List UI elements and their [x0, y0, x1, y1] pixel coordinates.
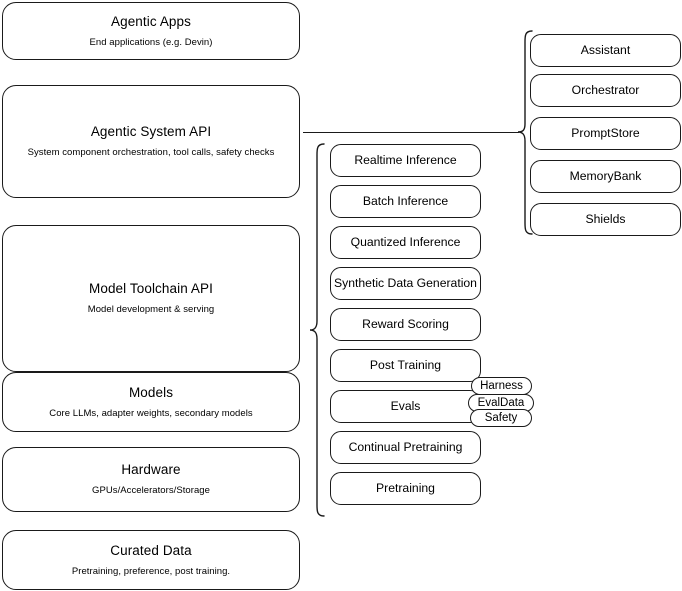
- capability-synthetic-data-generation[interactable]: Synthetic Data Generation: [330, 267, 481, 300]
- capability-realtime-inference[interactable]: Realtime Inference: [330, 144, 481, 177]
- evals-subcomponent-label: Safety: [484, 412, 518, 424]
- layer-title: Models: [128, 384, 174, 400]
- evals-subcomponent-harness[interactable]: Harness: [471, 377, 532, 395]
- layer-title: Hardware: [121, 462, 181, 478]
- layer-subtitle: Core LLMs, adapter weights, secondary mo…: [49, 407, 253, 419]
- layer-curated-data[interactable]: Curated Data Pretraining, preference, po…: [2, 530, 300, 590]
- connector-system-api-to-components: [303, 132, 519, 134]
- capability-quantized-inference[interactable]: Quantized Inference: [330, 226, 481, 259]
- capability-label: Reward Scoring: [362, 316, 449, 331]
- capability-label: Evals: [390, 398, 421, 413]
- component-memorybank[interactable]: MemoryBank: [530, 160, 681, 193]
- bracket-toolchain-capabilities: [303, 143, 325, 517]
- layer-title: Agentic System API: [90, 124, 212, 140]
- component-label: Assistant: [580, 42, 631, 57]
- capability-evals[interactable]: Evals: [330, 390, 481, 423]
- layer-agentic-system-api[interactable]: Agentic System API System component orch…: [2, 85, 300, 198]
- layer-subtitle: GPUs/Accelerators/Storage: [92, 485, 210, 496]
- capability-label: Batch Inference: [362, 193, 449, 208]
- evals-subcomponent-label: EvalData: [477, 397, 525, 409]
- component-label: Orchestrator: [571, 82, 640, 97]
- layer-title: Model Toolchain API: [89, 281, 213, 297]
- layer-models[interactable]: Models Core LLMs, adapter weights, secon…: [2, 372, 300, 432]
- capability-post-training[interactable]: Post Training: [330, 349, 481, 382]
- component-assistant[interactable]: Assistant: [530, 34, 681, 67]
- layer-model-toolchain-api[interactable]: Model Toolchain API Model development & …: [2, 225, 300, 372]
- layer-title: Agentic Apps: [110, 13, 191, 29]
- layer-subtitle: Model development & serving: [87, 304, 215, 315]
- component-label: MemoryBank: [569, 168, 642, 183]
- layer-agentic-apps[interactable]: Agentic Apps End applications (e.g. Devi…: [2, 2, 300, 60]
- evals-subcomponent-safety[interactable]: Safety: [470, 409, 532, 427]
- capability-label: Realtime Inference: [354, 152, 457, 167]
- capability-pretraining[interactable]: Pretraining: [330, 472, 481, 505]
- component-orchestrator[interactable]: Orchestrator: [530, 74, 681, 107]
- capability-label: Continual Pretraining: [348, 439, 463, 454]
- capability-label: Quantized Inference: [350, 234, 461, 249]
- evals-subcomponent-evaldata[interactable]: EvalData: [468, 394, 534, 412]
- component-label: Shields: [585, 211, 626, 226]
- component-shields[interactable]: Shields: [530, 203, 681, 236]
- capability-label: Pretraining: [376, 480, 435, 495]
- capability-reward-scoring[interactable]: Reward Scoring: [330, 308, 481, 341]
- component-label: PromptStore: [571, 125, 640, 140]
- layer-subtitle: Pretraining, preference, post training.: [71, 565, 231, 577]
- layer-subtitle: End applications (e.g. Devin): [89, 36, 213, 48]
- layer-hardware[interactable]: Hardware GPUs/Accelerators/Storage: [2, 447, 300, 512]
- capability-label: Post Training: [369, 357, 442, 372]
- capability-batch-inference[interactable]: Batch Inference: [330, 185, 481, 218]
- layer-title: Curated Data: [110, 542, 192, 558]
- component-promptstore[interactable]: PromptStore: [530, 117, 681, 150]
- layer-subtitle: System component orchestration, tool cal…: [27, 147, 275, 158]
- capability-continual-pretraining[interactable]: Continual Pretraining: [330, 431, 481, 464]
- evals-subcomponent-label: Harness: [480, 380, 523, 392]
- capability-label: Synthetic Data Generation: [334, 275, 477, 290]
